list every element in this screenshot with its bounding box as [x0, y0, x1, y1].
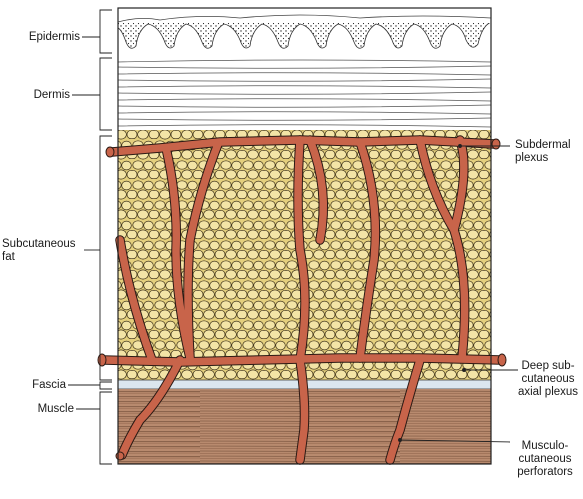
label-subcutaneous-fat: Subcutaneous fat — [2, 238, 76, 263]
label-musculocutaneous-perforators: Musculo- cutaneous perforators — [517, 440, 573, 478]
left-brackets — [68, 9, 112, 465]
label-epidermis: Epidermis — [28, 31, 80, 43]
label-dermis: Dermis — [33, 89, 70, 101]
right-leaders — [398, 144, 518, 443]
label-subdermal-plexus: Subdermal plexus — [515, 139, 571, 164]
label-deep-subcutaneous-axial-plexus: Deep sub- cutaneous axial plexus — [517, 360, 579, 398]
label-fascia: Fascia — [32, 379, 66, 391]
label-muscle: Muscle — [37, 403, 74, 415]
